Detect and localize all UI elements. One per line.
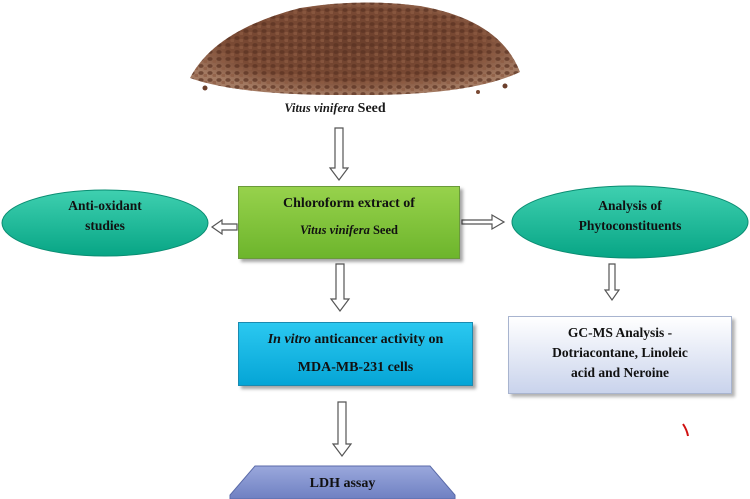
source-caption: Vitus vinifera Seed bbox=[220, 101, 450, 117]
ldh-hexagon bbox=[229, 465, 456, 499]
gcms-line2: Dotriacontane, Linoleic bbox=[552, 345, 688, 360]
red-mark bbox=[682, 423, 689, 437]
gcms-line1: GC-MS Analysis - bbox=[567, 325, 673, 340]
seed-pile-image bbox=[190, 2, 520, 96]
arrow-down-ldh bbox=[331, 401, 353, 457]
chloroform-suffix: Seed bbox=[372, 223, 398, 237]
phyto-line1: Analysis of bbox=[598, 198, 662, 213]
antioxidant-ellipse bbox=[1, 189, 209, 257]
chloroform-line1: Chloroform extract of bbox=[283, 196, 415, 211]
arrow-left-antioxidant bbox=[210, 218, 238, 236]
phyto-ellipse bbox=[511, 185, 749, 259]
invitro-prefix: In vitro bbox=[267, 332, 311, 347]
ldh-label: LDH assay bbox=[309, 476, 376, 491]
gcms-line3: acid and Neroine bbox=[570, 365, 669, 380]
invitro-line1: In vitro anticancer activity on bbox=[239, 332, 472, 348]
source-suffix: Seed bbox=[357, 101, 386, 116]
arrow-down-gcms bbox=[603, 263, 621, 302]
phyto-label: Analysis of Phytoconstituents bbox=[520, 196, 740, 236]
antioxidant-label: Anti-oxidant studies bbox=[20, 196, 190, 236]
chloroform-extract-box: Chloroform extract of Vitus vinifera See… bbox=[238, 186, 460, 259]
arrow-down-invitro bbox=[329, 263, 351, 312]
invitro-line2: MDA-MB-231 cells bbox=[297, 360, 414, 375]
chloroform-species: Vitus vinifera bbox=[300, 223, 370, 237]
invitro-rest: anticancer activity on bbox=[314, 332, 444, 347]
source-species: Vitus vinifera bbox=[284, 101, 355, 115]
chloroform-line2: Vitus vinifera Seed bbox=[239, 223, 459, 238]
arrow-down-source bbox=[328, 127, 350, 181]
antioxidant-line1: Anti-oxidant bbox=[68, 198, 142, 213]
invitro-box: In vitro anticancer activity on MDA-MB-2… bbox=[238, 322, 473, 386]
arrow-right-phyto bbox=[461, 213, 506, 231]
phyto-line2: Phytoconstituents bbox=[578, 218, 682, 233]
gcms-box: GC-MS Analysis - Dotriacontane, Linoleic… bbox=[508, 316, 732, 394]
antioxidant-line2: studies bbox=[85, 218, 125, 233]
